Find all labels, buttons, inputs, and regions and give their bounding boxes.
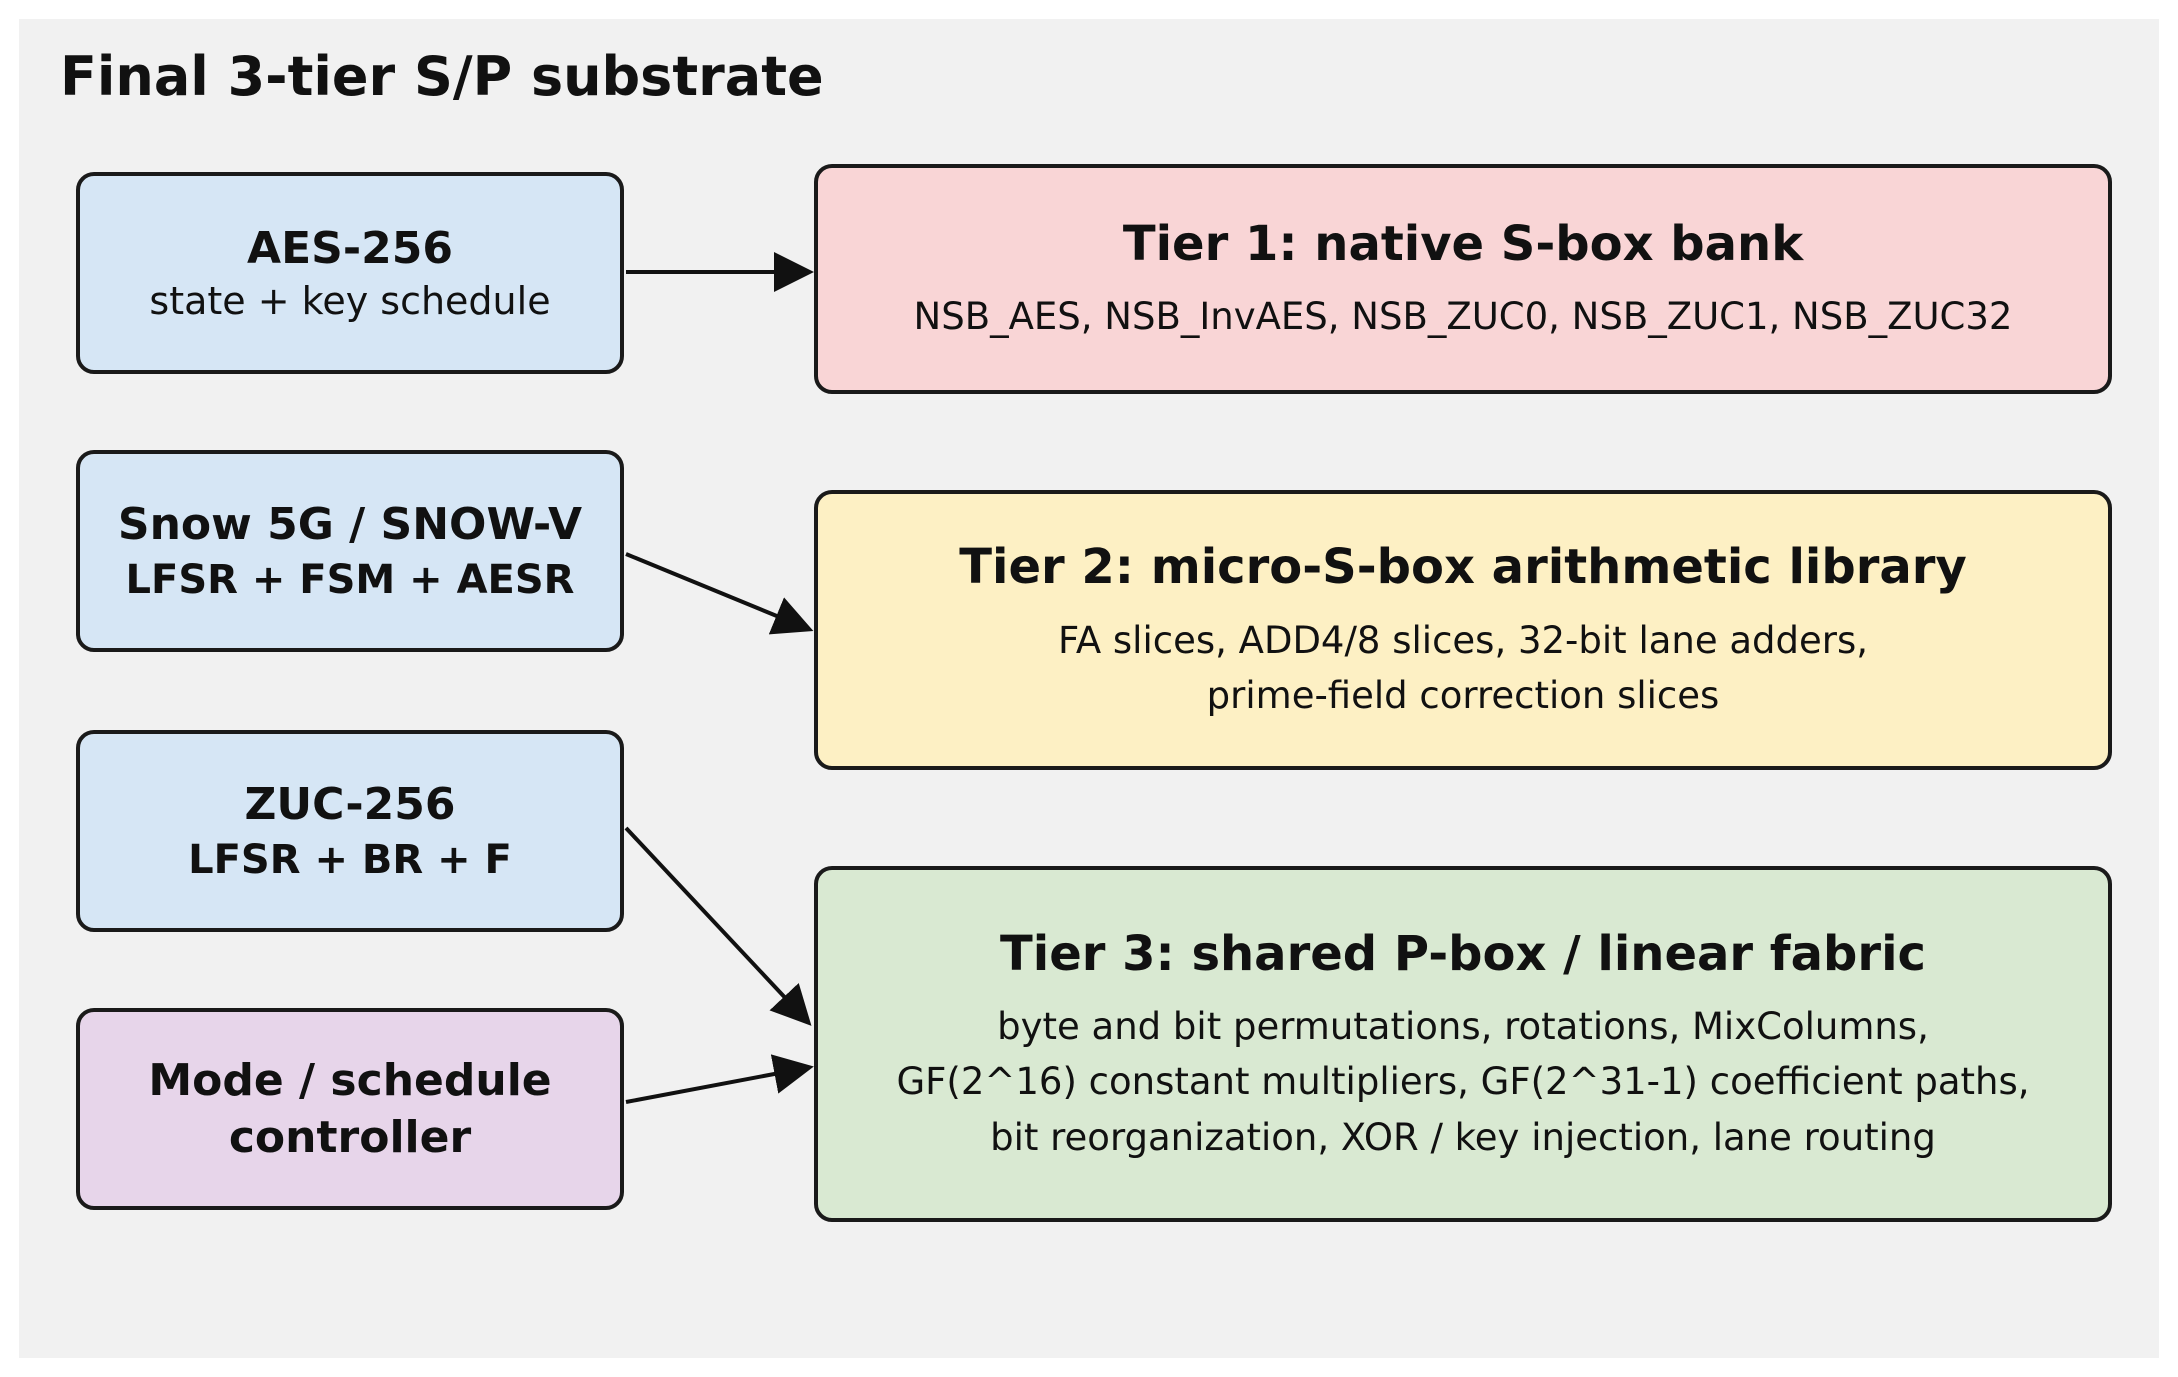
source-box-snow: Snow 5G / SNOW-V LFSR + FSM + AESR (76, 450, 624, 652)
tier-line: bit reorganization, XOR / key injection,… (990, 1115, 1936, 1159)
tier-line: prime-field correction slices (1206, 674, 1720, 718)
source-subtitle: state + key schedule (149, 278, 551, 323)
source-subtitle: LFSR + FSM + AESR (125, 556, 575, 603)
tier-1-box: Tier 1: native S-box bank NSB_AES, NSB_I… (814, 164, 2112, 394)
tier-line: GF(2^16) constant multipliers, GF(2^31-1… (896, 1060, 2030, 1104)
tier-2-box: Tier 2: micro-S-box arithmetic library F… (814, 490, 2112, 770)
tier-title: Tier 2: micro-S-box arithmetic library (959, 539, 1967, 596)
source-title: ZUC-256 (244, 779, 456, 831)
source-box-controller: Mode / schedule controller (76, 1008, 624, 1210)
tier-3-box: Tier 3: shared P-box / linear fabric byt… (814, 866, 2112, 1222)
source-title: Mode / schedule (148, 1054, 552, 1106)
tier-line: NSB_AES, NSB_InvAES, NSB_ZUC0, NSB_ZUC1,… (913, 295, 2013, 339)
tier-line: FA slices, ADD4/8 slices, 32-bit lane ad… (1057, 618, 1869, 662)
source-title: Snow 5G / SNOW-V (117, 499, 583, 551)
tier-title: Tier 1: native S-box bank (1122, 216, 1804, 273)
tier-line: byte and bit permutations, rotations, Mi… (997, 1004, 1929, 1048)
source-box-zuc: ZUC-256 LFSR + BR + F (76, 730, 624, 932)
tier-title: Tier 3: shared P-box / linear fabric (1000, 925, 1926, 982)
source-subtitle: LFSR + BR + F (188, 836, 512, 883)
source-title: AES-256 (247, 222, 453, 274)
source-box-aes: AES-256 state + key schedule (76, 172, 624, 374)
page-title: Final 3-tier S/P substrate (60, 45, 824, 108)
source-subtitle: controller (228, 1112, 472, 1163)
